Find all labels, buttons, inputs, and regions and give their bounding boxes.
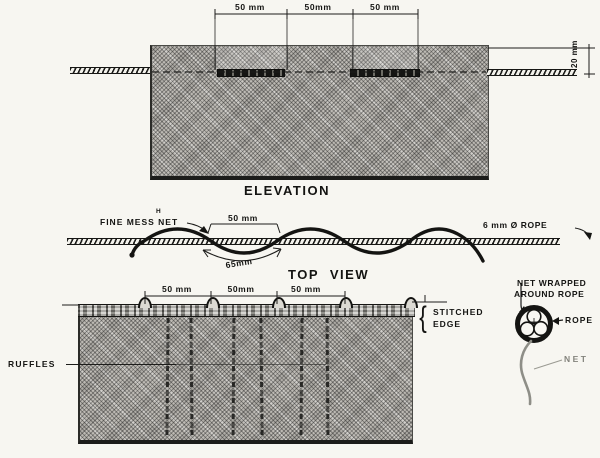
detail-net-label: NET [564, 354, 589, 364]
topview-chord-dim-label: 50 mm [228, 213, 258, 223]
net-wrapped-label-line2: AROUND ROPE [514, 289, 585, 299]
elevation-dim-label-1: 50 mm [235, 2, 265, 12]
bottom-dim-label-1: 50 mm [162, 284, 192, 294]
ruffles-label: RUFFLES [8, 359, 56, 369]
net-wrapped-label-line1: NET WRAPPED [517, 278, 587, 288]
topview-title: TOP VIEW [288, 267, 370, 282]
topview-rope [67, 238, 560, 245]
elevation-side-dim-label: 20 mm [570, 40, 579, 68]
elevation-rope-right [487, 69, 577, 76]
elevation-wrap-zone-1 [215, 47, 288, 69]
detail-rope-label: ROPE [565, 315, 594, 325]
ruffled-net-panel [78, 316, 413, 444]
bottom-dim-label-2: 50mm [227, 284, 255, 294]
fine-mesh-net-label: FINE MESS NET [100, 217, 179, 227]
rope-size-label: 6 mm Ø ROPE [483, 220, 548, 230]
elevation-dim-label-2: 50mm [304, 2, 332, 12]
stitched-edge-label-line1: STITCHED [433, 307, 484, 317]
ruffle-loop [206, 297, 220, 308]
bottom-dim-label-3: 50 mm [291, 284, 321, 294]
ruffles-leader-line [66, 364, 176, 365]
elevation-wrapped-segment-1 [217, 69, 285, 77]
elevation-wrapped-segment-2 [350, 69, 420, 77]
ruffle-loop [272, 297, 286, 308]
stitched-edge-label-line2: EDGE [433, 319, 462, 329]
mesh-correction-letter: H [156, 208, 161, 215]
stitched-edge-brace: { [419, 301, 427, 334]
rope-ruffle-band [78, 304, 415, 317]
elevation-title: ELEVATION [244, 183, 330, 198]
elevation-wrap-zone-2 [352, 47, 419, 69]
elevation-rope-left [70, 67, 150, 74]
ruffles-leader-line-faint [176, 364, 326, 365]
ruffle-loop [339, 297, 353, 308]
elevation-dim-label-3: 50 mm [370, 2, 400, 12]
elevation-net-panel [150, 45, 489, 180]
